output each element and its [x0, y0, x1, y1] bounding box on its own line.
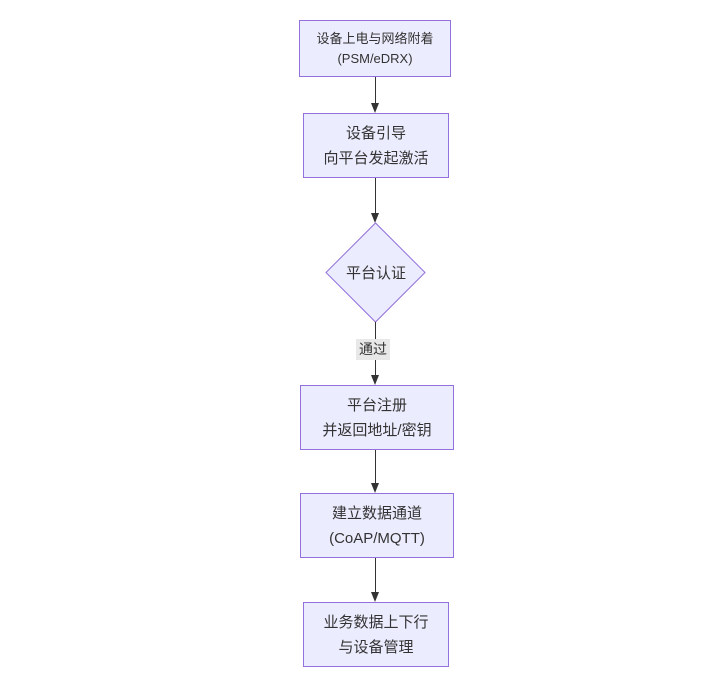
arrow-connector	[375, 77, 376, 103]
node-label-line: 并返回地址/密钥	[322, 421, 432, 439]
arrow-connector	[375, 450, 376, 483]
node-data-channel: 建立数据通道 (CoAP/MQTT)	[300, 493, 454, 558]
node-label-line: 业务数据上下行	[323, 613, 429, 631]
arrowhead-down-icon	[371, 213, 379, 223]
node-business-data: 业务数据上下行 与设备管理	[303, 602, 449, 667]
arrowhead-down-icon	[371, 375, 379, 385]
node-label-line: 平台认证	[345, 265, 406, 282]
arrowhead-down-icon	[371, 592, 379, 602]
edge-label-pass: 通过	[356, 339, 390, 360]
node-label-line: 设备引导	[345, 124, 406, 142]
node-label-line: 与设备管理	[338, 638, 414, 656]
node-label-line: 平台注册	[346, 396, 407, 414]
node-device-bootstrap: 设备引导 向平台发起激活	[303, 113, 449, 178]
node-label-line: 向平台发起激活	[323, 149, 429, 167]
node-platform-register: 平台注册 并返回地址/密钥	[300, 385, 454, 450]
arrow-connector	[375, 558, 376, 592]
node-label-line: (CoAP/MQTT)	[329, 529, 425, 547]
node-label-line: (PSM/eDRX)	[337, 50, 413, 66]
arrow-connector	[375, 178, 376, 213]
arrowhead-down-icon	[371, 483, 379, 493]
node-label-line: 设备上电与网络附着	[316, 30, 434, 46]
node-label-line: 建立数据通道	[331, 504, 422, 522]
node-device-power-network-attach: 设备上电与网络附着 (PSM/eDRX)	[299, 20, 451, 77]
arrowhead-down-icon	[371, 103, 379, 113]
node-platform-auth: 平台认证	[325, 222, 427, 323]
